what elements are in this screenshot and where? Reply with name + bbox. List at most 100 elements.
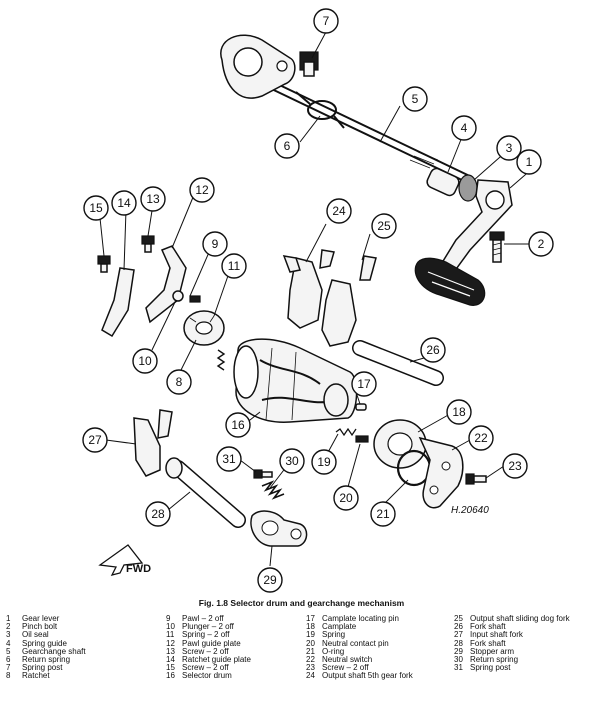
callout-2: 2 xyxy=(528,231,554,257)
svg-text:25: 25 xyxy=(377,219,391,233)
fwd-label: FWD xyxy=(126,563,152,575)
return-spring-30 xyxy=(261,480,285,500)
legend-item-label: Camplate locating pin xyxy=(322,614,399,623)
callout-9: 9 xyxy=(202,231,228,257)
legend-item-label: O-ring xyxy=(322,646,345,656)
ratchet-guide-plate xyxy=(101,267,135,338)
legend-item-number: 27 xyxy=(454,630,463,640)
legend-item-number: 2 xyxy=(6,622,11,632)
svg-text:27: 27 xyxy=(88,433,102,447)
callout-11: 11 xyxy=(221,253,247,279)
legend-item-label: Oil seal xyxy=(22,630,49,640)
spring-11 xyxy=(216,349,226,371)
callout-3: 3 xyxy=(496,135,522,161)
callout-1: 1 xyxy=(516,149,542,175)
legend-item-label: Screw – 2 off xyxy=(182,646,229,656)
callout-17: 17 xyxy=(351,371,377,397)
legend-item-number: 6 xyxy=(6,655,11,665)
legend-item-number: 31 xyxy=(454,663,463,673)
legend-item-label: Pawl guide plate xyxy=(182,638,241,648)
legend-item-label: Pawl – 2 off xyxy=(182,614,224,623)
svg-text:14: 14 xyxy=(117,196,131,210)
legend-item-label: Ratchet xyxy=(22,671,50,681)
legend-item-label: Stopper arm xyxy=(470,646,515,656)
pawl xyxy=(189,295,201,303)
legend-item-number: 23 xyxy=(306,663,315,673)
legend-item-label: Spring xyxy=(322,630,346,640)
svg-text:31: 31 xyxy=(222,452,236,466)
screw-23 xyxy=(465,473,487,485)
legend-column-2: 9 Pawl – 2 off 10 Plunger – 2 off 11 Spring –… xyxy=(166,614,251,681)
svg-text:7: 7 xyxy=(323,14,330,28)
callout-21: 21 xyxy=(370,501,396,527)
legend-item-number: 9 xyxy=(166,614,171,623)
legend-item-number: 24 xyxy=(306,671,315,681)
legend-item-number: 1 xyxy=(6,614,11,623)
spring-guide xyxy=(426,167,460,197)
callout-24: 24 xyxy=(326,198,352,224)
callout-23: 23 xyxy=(502,453,528,479)
legend-item-number: 21 xyxy=(306,646,315,656)
camplate xyxy=(373,419,427,469)
legend-item-label: Screw – 2 off xyxy=(182,663,229,673)
gearchange-shaft xyxy=(220,34,472,185)
callout-18: 18 xyxy=(446,399,472,425)
svg-text:3: 3 xyxy=(506,141,513,155)
callout-22: 22 xyxy=(468,425,494,451)
svg-text:5: 5 xyxy=(412,92,419,106)
svg-text:10: 10 xyxy=(138,354,152,368)
legend-item: 28 Fork shaft xyxy=(454,638,570,648)
legend-item-label: Spring – 2 off xyxy=(182,630,230,640)
legend-item-number: 17 xyxy=(306,614,315,623)
svg-text:6: 6 xyxy=(284,139,291,153)
legend-item-label: Gear lever xyxy=(22,614,60,623)
svg-text:28: 28 xyxy=(151,507,165,521)
plunger xyxy=(172,290,184,302)
screw-15 xyxy=(97,255,111,273)
legend-item: 11 Spring – 2 off xyxy=(166,631,251,639)
callout-31: 31 xyxy=(216,446,242,472)
legend-item: 30 Return spring xyxy=(454,655,570,665)
legend-item-number: 30 xyxy=(454,655,463,665)
svg-text:1: 1 xyxy=(526,155,533,169)
legend-item-label: Return spring xyxy=(22,655,71,665)
legend-item-number: 13 xyxy=(166,646,175,656)
legend-item: 13 Screw – 2 off xyxy=(166,646,251,656)
legend-item-label: Input shaft fork xyxy=(470,630,523,640)
svg-text:29: 29 xyxy=(263,573,277,587)
legend-item-number: 25 xyxy=(454,614,463,623)
legend-item-label: Spring post xyxy=(22,663,63,673)
legend-item: 6 Return spring xyxy=(6,655,86,665)
legend-item-label: Spring guide xyxy=(22,638,67,648)
pinch-bolt xyxy=(489,231,505,263)
svg-text:17: 17 xyxy=(357,377,371,391)
callout-10: 10 xyxy=(132,348,158,374)
legend-item-number: 22 xyxy=(306,655,315,665)
figure-caption: Fig. 1.8 Selector drum and gearchange me… xyxy=(198,598,405,608)
callout-4: 4 xyxy=(451,115,477,141)
callout-6: 6 xyxy=(274,133,300,159)
legend-item-label: Plunger – 2 off xyxy=(182,622,234,632)
svg-text:24: 24 xyxy=(332,204,346,218)
svg-text:30: 30 xyxy=(285,454,299,468)
legend-item-number: 28 xyxy=(454,638,463,648)
svg-text:21: 21 xyxy=(376,507,390,521)
output-shaft-5th-gear-fork xyxy=(282,249,335,329)
legend-item-number: 10 xyxy=(166,622,175,632)
svg-text:2: 2 xyxy=(538,237,545,251)
camplate-locating-pin xyxy=(355,403,367,411)
legend-item: 1 Gear lever xyxy=(6,614,86,623)
legend-item-label: Return spring xyxy=(470,655,519,665)
legend-item-number: 11 xyxy=(166,630,175,640)
callout-13: 13 xyxy=(140,186,166,212)
legend-item-label: Fork shaft xyxy=(470,638,506,648)
svg-text:16: 16 xyxy=(231,418,245,432)
legend-item-number: 18 xyxy=(306,622,315,632)
callout-15: 15 xyxy=(83,195,109,221)
legend-item-number: 20 xyxy=(306,638,315,648)
